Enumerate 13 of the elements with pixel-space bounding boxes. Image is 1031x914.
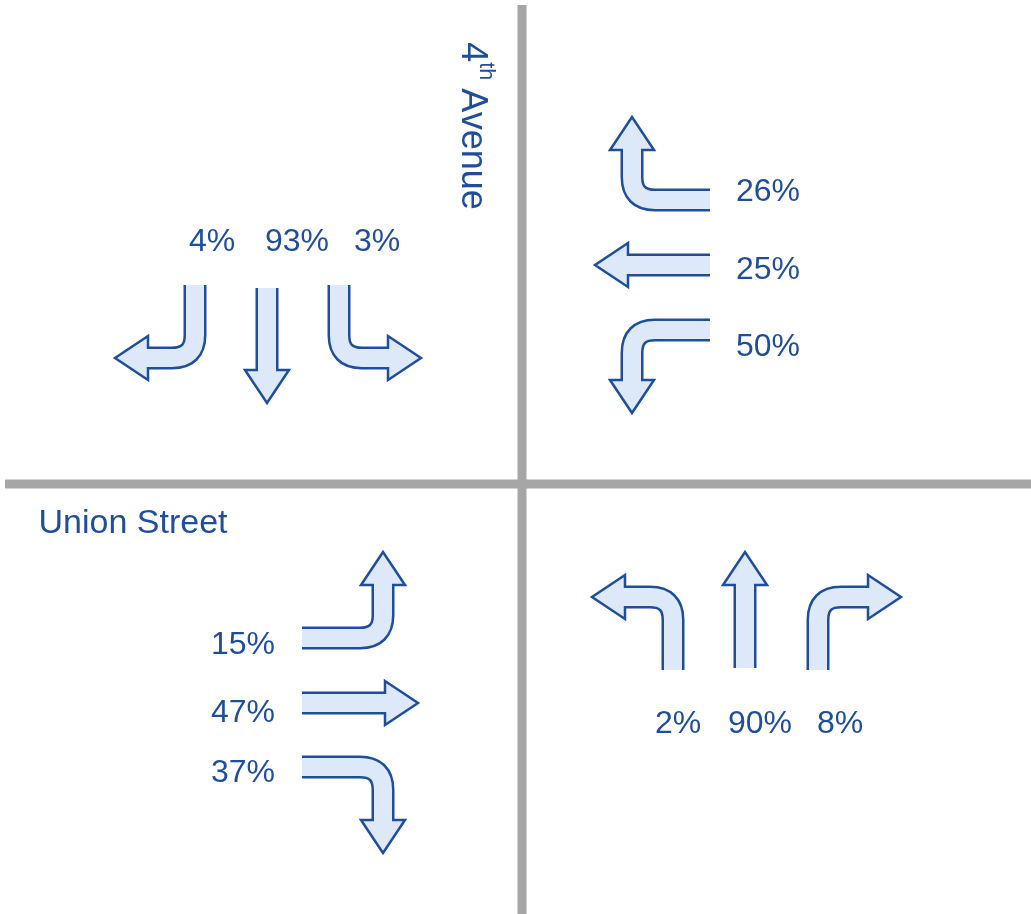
percentage: 15%	[211, 627, 275, 659]
percentage: 93%	[265, 224, 329, 256]
percentage: 8%	[816, 706, 864, 738]
percentage: 2%	[654, 706, 702, 738]
percentage: 26%	[736, 174, 800, 206]
street-name: Union Street	[38, 504, 228, 538]
percentage: 25%	[736, 252, 800, 284]
percentage: 3%	[353, 224, 401, 256]
percentage: 90%	[728, 706, 792, 738]
percentage: 37%	[211, 755, 275, 787]
percentage: 4%	[188, 224, 236, 256]
percentage: 47%	[211, 695, 275, 727]
percentage: 50%	[736, 329, 800, 361]
